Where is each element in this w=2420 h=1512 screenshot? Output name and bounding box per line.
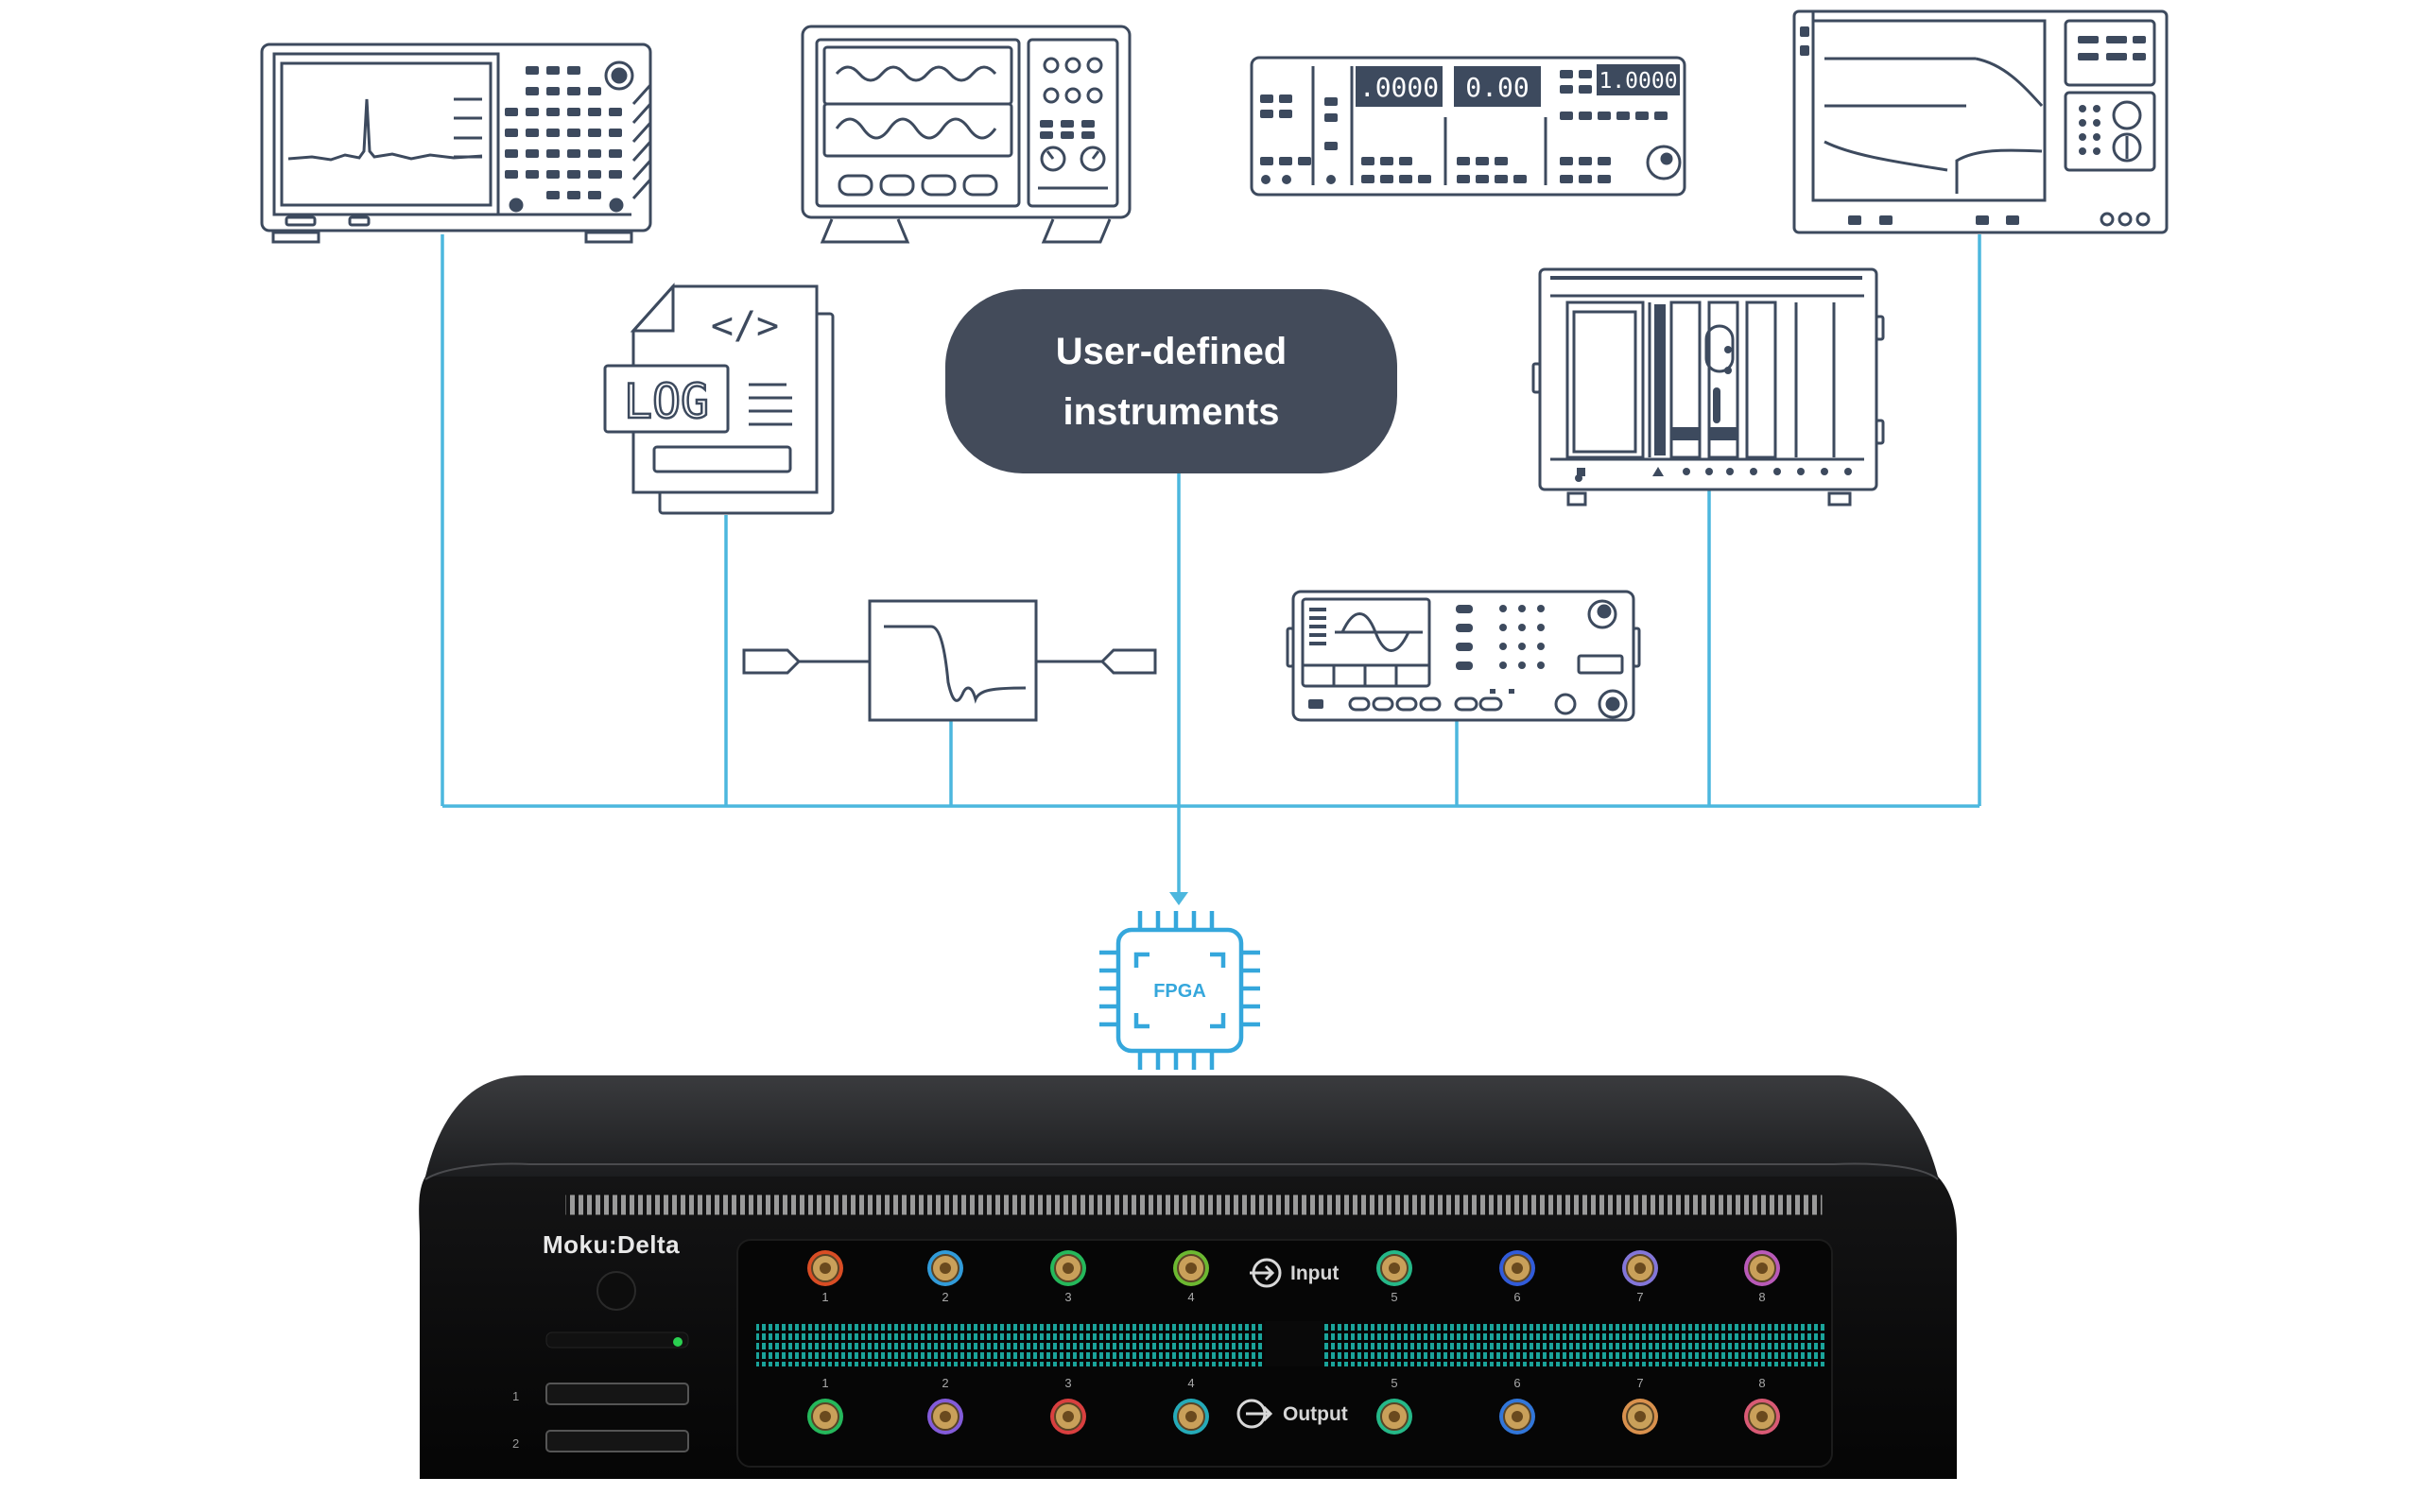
output-port-number: 3 [1064,1376,1072,1390]
fpga-label: FPGA [1153,981,1206,1002]
data-logger-icon [603,283,835,515]
input-connector-4 [1173,1250,1209,1286]
ps-display-1: .0000 [1359,72,1439,103]
drive-bay-1 [545,1383,689,1405]
spectrum-analyzer-keypad [505,66,622,199]
output-connector-6 [1499,1399,1535,1435]
device-top [425,1075,1938,1177]
output-label: Output [1283,1403,1348,1425]
input-connector-8 [1744,1250,1780,1286]
connector-lines [441,234,1981,898]
moku-delta-device: 1 2 [419,1075,1958,1479]
output-connector-7 [1622,1399,1658,1435]
code-glyph: </> [711,304,779,348]
callout-line-2: instruments [1063,390,1280,433]
input-connector-2 [927,1250,963,1286]
network-analyzer-icon [1792,9,2169,234]
output-connector-1 [807,1399,843,1435]
output-connectors-group [807,1399,1780,1435]
drive-bay-2 [545,1430,689,1452]
oscilloscope-buttons [1040,120,1095,139]
oscilloscope-icon [801,25,1132,244]
waveform-generator-icon [1286,590,1641,722]
output-connector-2 [927,1399,963,1435]
output-connector-8 [1744,1399,1780,1435]
pxi-chassis-details [1550,276,1862,482]
pxi-chassis-icon [1531,267,1885,507]
output-port-number: 6 [1513,1376,1521,1390]
device-brand-logo: Moku:Delta [543,1230,681,1259]
arrowhead-down [1169,892,1188,905]
drive-number-1: 1 [512,1389,519,1403]
output-port-number: 5 [1391,1376,1398,1390]
power-button [596,1271,636,1311]
input-connector-3 [1050,1250,1086,1286]
input-connector-7 [1622,1250,1658,1286]
input-connector-5 [1376,1250,1412,1286]
callout-line-1: User-defined [1055,330,1288,372]
output-port-number: 4 [1187,1376,1195,1390]
input-icon [1250,1258,1282,1288]
input-port-number: 3 [1064,1290,1072,1304]
spectrum-analyzer-icon [260,43,652,244]
power-supply-buttons [1260,70,1668,184]
ps-display-2: 0.00 [1465,72,1529,103]
drive-number-2: 2 [512,1436,519,1451]
output-port-number: 7 [1636,1376,1644,1390]
output-connector-3 [1050,1399,1086,1435]
power-supply-displays: .0000 0.00 1.0000 [1356,64,1680,107]
power-supply-icon [1250,56,1686,197]
output-port-number: 8 [1758,1376,1766,1390]
input-port-number: 4 [1187,1290,1195,1304]
user-defined-instruments-callout: User-defined instruments [945,289,1397,473]
output-port-number: 2 [942,1376,949,1390]
filter-block-icon [742,599,1157,722]
input-port-number: 1 [821,1290,829,1304]
waveform-generator-buttons [1308,605,1545,709]
fpga-chip-icon [1099,911,1260,1070]
output-icon [1236,1399,1273,1429]
input-connectors-group [807,1250,1780,1286]
vent-strip [565,1194,1823,1215]
output-connector-5 [1376,1399,1412,1435]
input-connector-6 [1499,1250,1535,1286]
log-label: LOG [624,374,709,429]
input-port-number: 7 [1636,1290,1644,1304]
status-led [673,1337,683,1347]
network-analyzer-buttons [1800,26,2146,225]
input-port-number: 5 [1391,1290,1398,1304]
input-port-number: 2 [942,1290,949,1304]
input-port-number: 6 [1513,1290,1521,1304]
output-connector-4 [1173,1399,1209,1435]
input-port-number: 8 [1758,1290,1766,1304]
ps-display-3: 1.0000 [1599,69,1677,94]
output-port-number: 1 [821,1376,829,1390]
input-label: Input [1290,1263,1340,1284]
input-connector-1 [807,1250,843,1286]
callout-text: User-defined instruments [1011,321,1332,442]
